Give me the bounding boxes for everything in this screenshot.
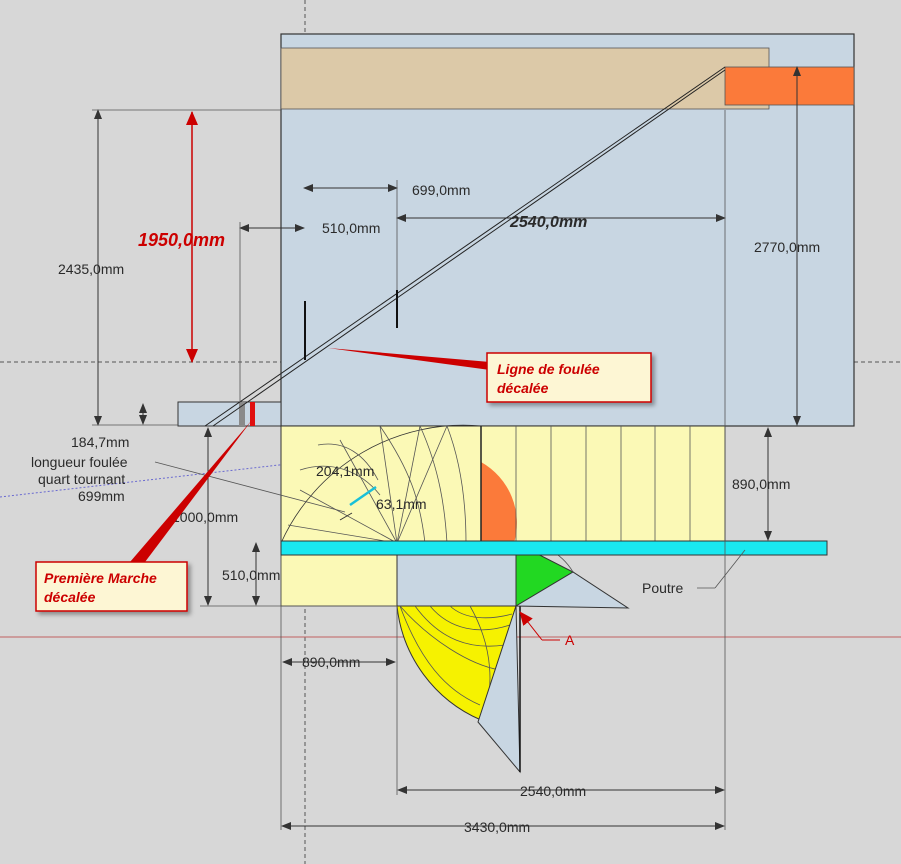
first-step-red-mark [250,402,255,426]
callout-ligne-de-foulee: Ligne de foulée décalée [328,348,652,403]
orange-winder-sector [481,462,517,543]
dim-699: 699,0mm [412,182,470,198]
foulee-note-line3: 699mm [78,488,125,504]
foulee-note-line2: quart tournant [38,471,125,487]
walkline-dimension-tick [349,485,377,507]
dim-2435: 2435,0mm [58,261,124,277]
callout-marche-line2: décalée [44,589,96,605]
dimension-labels: 1950,0mm 2435,0mm 699,0mm 510,0mm 2540,0… [58,182,820,835]
dim-890-right: 890,0mm [732,476,790,492]
yellow-winder-sector [396,605,517,721]
callout-marche-box [35,561,188,612]
dim-890-bottom: 890,0mm [302,654,360,670]
dotted-blue-axis [0,461,306,498]
gray-stringer-triangle [477,605,521,774]
dim-1000: 1000,0mm [172,509,238,525]
dim-2770: 2770,0mm [754,239,820,255]
dim-3430: 3430,0mm [464,819,530,835]
callout-marche-line1: Première Marche [44,570,157,586]
callout-ligne-line2: décalée [497,380,549,396]
notes: longueur foulée quart tournant 699mm Pou… [31,454,683,648]
dim-2540-bottom: 2540,0mm [520,783,586,799]
gray-winder-triangle [514,571,630,609]
quarter-turn-arc [280,424,482,544]
dim-510-top: 510,0mm [322,220,380,236]
first-step-gray-mark [239,402,245,426]
upper-floor-slab [280,47,770,110]
floor-trimmer-orange [724,66,855,106]
callout-ligne-box [486,352,652,403]
beam-poutre [280,540,828,556]
plan-view [280,424,828,774]
point-a-label: A [565,632,575,648]
stair-stringer-line-1 [204,66,726,427]
dim-63: 63,1mm [376,496,427,512]
dim-204: 204,1mm [316,463,374,479]
stair-stringer-line-2 [212,69,726,427]
callout-ligne-line1: Ligne de foulée [497,361,600,377]
dimension-lines [92,66,801,830]
dim-1950: 1950,0mm [138,230,225,250]
poutre-label: Poutre [642,580,683,596]
callout-ligne-pointer [328,348,490,370]
dim-510-left: 510,0mm [222,567,280,583]
foulee-note-line1: longueur foulée [31,454,128,470]
stair-treads [480,426,691,543]
dim-2540-top: 2540,0mm [509,214,587,231]
dim-184: 184,7mm [71,434,129,450]
callout-marche-pointer [130,420,252,562]
callout-premiere-marche: Première Marche décalée [35,420,252,612]
